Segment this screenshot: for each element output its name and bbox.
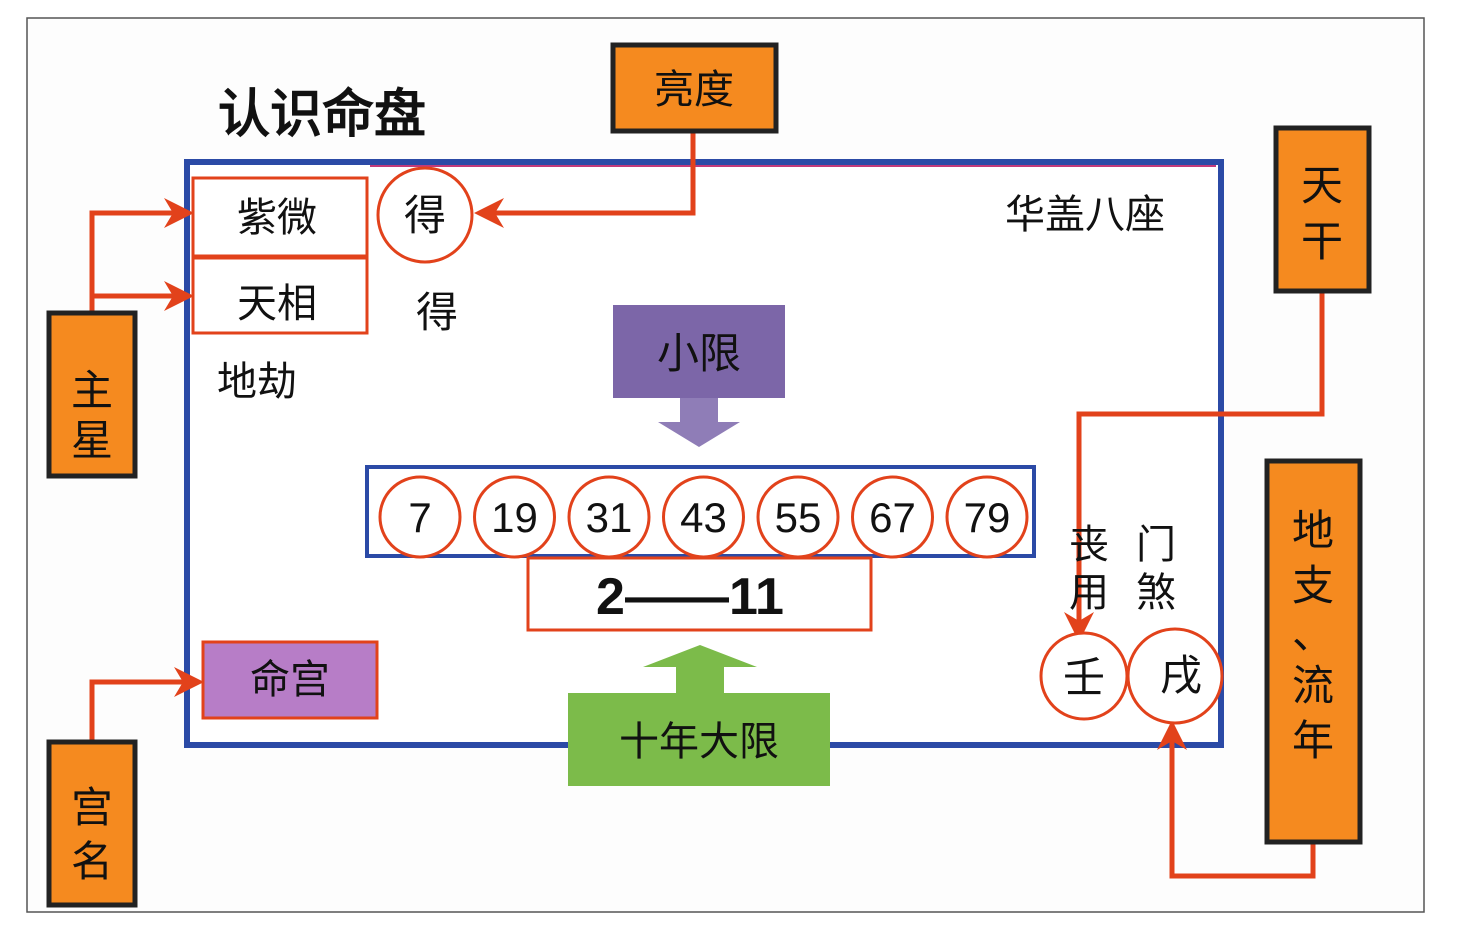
stem-label: 壬 <box>1063 653 1105 702</box>
sangmen-char-2: 用 <box>1069 570 1109 616</box>
age-circle <box>473 475 556 559</box>
age-label: 7 <box>408 494 431 541</box>
daxian-range: 2——11 <box>596 568 784 626</box>
ziwei-box <box>191 176 369 258</box>
heavenly-stem-char-2: 干 <box>1301 217 1343 266</box>
earthly-branch-callout: 地 支 、 流 年 <box>1264 458 1363 845</box>
earthly-branch-char-1: 地 <box>1292 506 1334 555</box>
daxian-label: 十年大限 <box>619 719 779 765</box>
tianxiang-box <box>191 256 369 335</box>
main-star-callout: 主 星 <box>46 310 138 479</box>
age-label: 67 <box>869 494 916 541</box>
brightness-callout: 亮度 <box>610 42 779 134</box>
de-brightness-circle <box>376 166 474 264</box>
de-brightness-label: 得 <box>404 191 446 240</box>
yongsha-char-1: 门 <box>1136 522 1176 568</box>
palace-name-char-1: 宫 <box>71 783 113 832</box>
earthly-branch-char-5: 年 <box>1292 716 1334 765</box>
xiaoxian-label: 小限 <box>657 329 741 378</box>
de-label: 得 <box>416 288 458 337</box>
life-palace-box <box>201 640 379 720</box>
heavenly-stem-char-1: 天 <box>1301 161 1343 210</box>
branch-label: 戌 <box>1160 651 1202 700</box>
age-row: 7 19 31 43 55 67 79 <box>378 475 1029 559</box>
heavenly-stem-connector <box>1064 290 1325 642</box>
life-palace-label: 命宫 <box>250 657 330 703</box>
age-label: 19 <box>491 494 538 541</box>
age-label: 31 <box>586 494 633 541</box>
dijie-label: 地劫 <box>217 359 297 405</box>
ziwei-label: 紫微 <box>237 195 317 241</box>
age-label: 43 <box>680 494 727 541</box>
earthly-branch-char-3: 、 <box>1292 609 1334 658</box>
palace-name-connector <box>89 667 204 742</box>
earthly-branch-char-2: 支 <box>1292 561 1334 610</box>
tianxiang-label: 天相 <box>237 281 317 327</box>
age-label: 79 <box>964 494 1011 541</box>
yongsha-char-2: 煞 <box>1136 570 1176 616</box>
age-circle <box>851 475 934 559</box>
earthly-branch-connector <box>1157 720 1316 879</box>
heavenly-stem-callout: 天 干 <box>1273 125 1372 294</box>
daxian-range-box <box>526 556 873 632</box>
main-star-char-1: 主 <box>71 366 113 415</box>
age-circle <box>378 475 462 559</box>
sangmen-char-1: 丧 <box>1069 522 1109 568</box>
palace-name-char-2: 名 <box>71 837 113 886</box>
brightness-connector <box>474 130 696 228</box>
earthly-branch-char-4: 流 <box>1292 661 1334 710</box>
branch-circle <box>1126 627 1224 725</box>
age-circle <box>945 475 1029 559</box>
huagai-label: 华盖八座 <box>1005 192 1165 238</box>
palace-name-callout: 宫 名 <box>46 739 138 908</box>
main-star-connector <box>89 198 194 315</box>
age-label: 55 <box>775 494 822 541</box>
daxian-callout: 十年大限 <box>568 645 830 786</box>
main-star-char-2: 星 <box>71 416 113 465</box>
brightness-label: 亮度 <box>654 67 734 113</box>
daxian-arrow <box>643 645 757 694</box>
xiaoxian-callout: 小限 <box>613 305 785 447</box>
xiaoxian-arrow <box>658 398 740 447</box>
page-title: 认识命盘 <box>218 85 426 145</box>
